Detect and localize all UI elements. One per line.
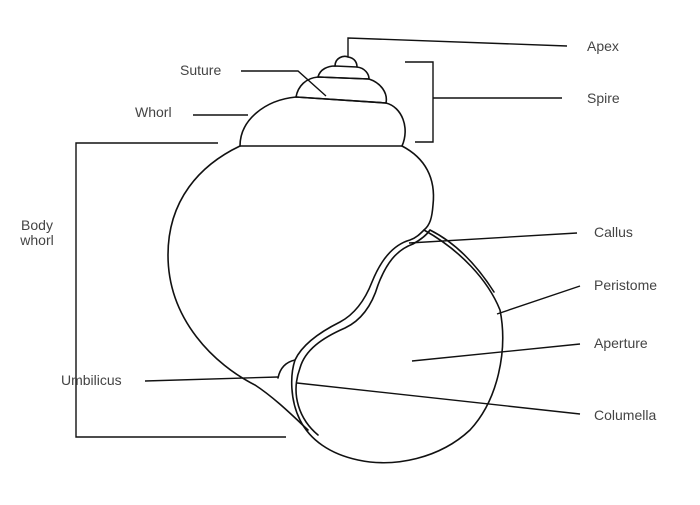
body-whorl-shoulder [401, 145, 435, 231]
inner-lip [295, 229, 495, 436]
label-body-whorl-line1: Body [21, 217, 53, 233]
labels: Apex Spire Suture Whorl Body whorl Callu… [19, 38, 657, 423]
spire-whorl-top [317, 65, 370, 80]
label-body-whorl-line2: whorl [19, 232, 53, 248]
peristome-lip [290, 229, 504, 464]
label-umbilicus: Umbilicus [61, 372, 122, 388]
columella-leader [296, 382, 581, 415]
label-callus: Callus [594, 224, 633, 240]
suture-line-upper [317, 76, 370, 80]
label-peristome: Peristome [594, 277, 657, 293]
aperture-leader [411, 343, 581, 362]
spire-whorl-lower [239, 96, 406, 147]
label-aperture: Aperture [594, 335, 648, 351]
label-whorl: Whorl [135, 104, 172, 120]
shell-outline [167, 55, 435, 431]
body-whorl-outline [167, 145, 309, 431]
aperture-outline [277, 229, 504, 464]
callus-leader [408, 232, 578, 244]
label-suture: Suture [180, 62, 221, 78]
label-spire: Spire [587, 90, 620, 106]
spire-bracket [405, 61, 434, 143]
peristome-leader [496, 285, 581, 315]
label-columella: Columella [594, 407, 656, 423]
suture-leader [241, 70, 327, 97]
leader-lines [75, 37, 581, 438]
umbilicus-notch [277, 359, 296, 379]
label-apex: Apex [587, 38, 619, 54]
body-whorl-bracket [75, 142, 286, 438]
apex-leader [347, 37, 568, 57]
umbilicus-leader [144, 376, 279, 382]
